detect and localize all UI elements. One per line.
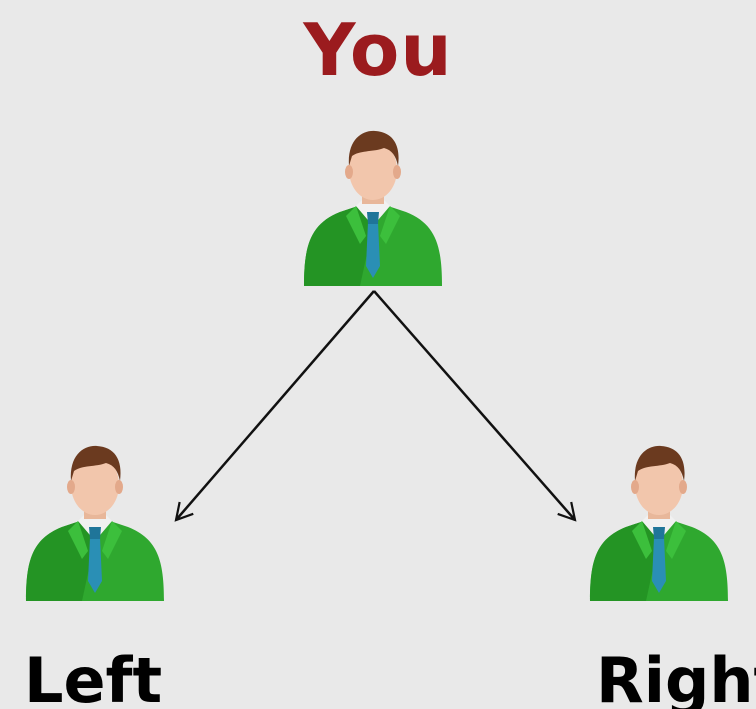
person-left-icon bbox=[22, 441, 168, 607]
person-right-icon bbox=[586, 441, 732, 607]
arrow-to-left bbox=[174, 290, 375, 522]
label-you: You bbox=[303, 8, 453, 92]
arrow-to-right bbox=[373, 290, 577, 522]
label-right: Right bbox=[596, 644, 756, 709]
person-you-icon bbox=[300, 126, 446, 292]
label-left: Left bbox=[24, 644, 163, 709]
